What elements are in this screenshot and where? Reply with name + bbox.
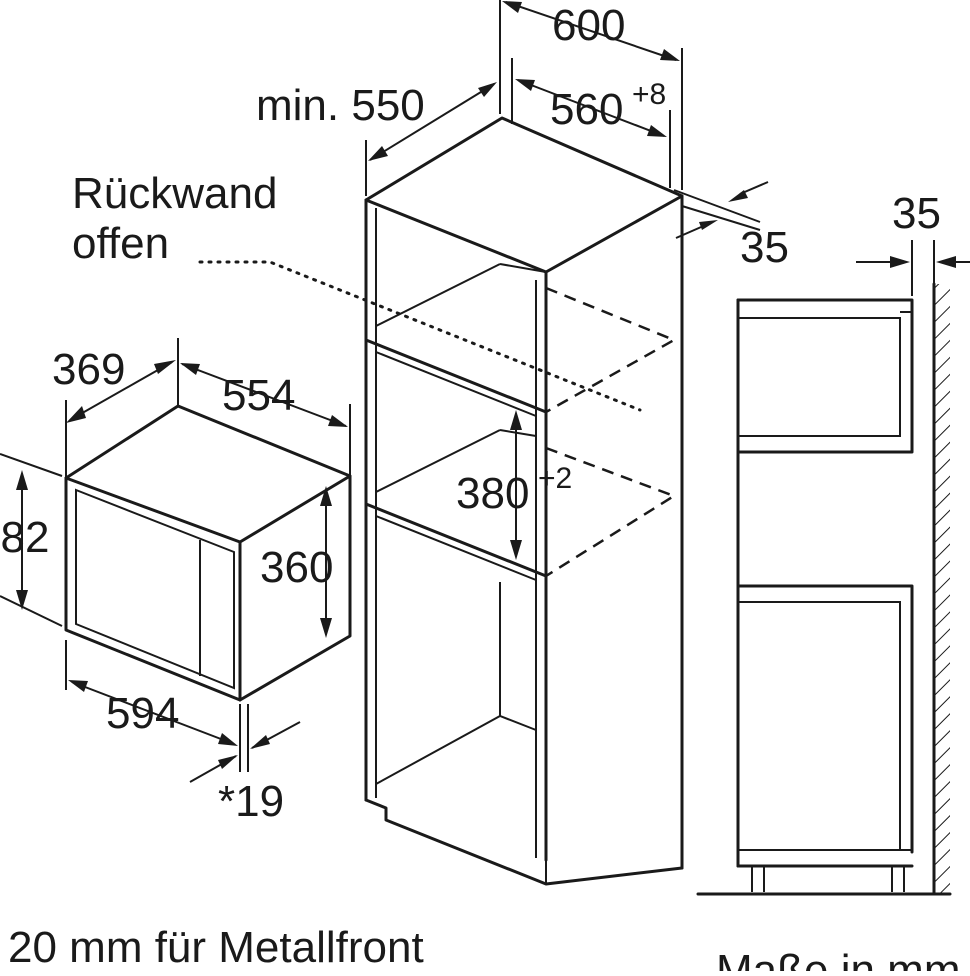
- arrowhead: [320, 618, 332, 638]
- microwave-door: [75, 488, 235, 690]
- label-min-550: min. 550: [256, 81, 425, 130]
- label-554: 554: [222, 371, 295, 420]
- leader-rear-open: [198, 260, 642, 412]
- lower-section: [736, 584, 914, 854]
- microwave-top: [64, 404, 352, 544]
- arrowhead: [250, 735, 270, 749]
- microwave-side: [238, 474, 352, 702]
- footnote-units: Maße in mm: [716, 946, 960, 971]
- dim-line-554: [181, 363, 347, 427]
- arrowhead: [68, 680, 88, 692]
- arrowhead: [478, 82, 497, 97]
- arrowhead: [699, 220, 718, 230]
- ext-line: [0, 453, 63, 477]
- label-380: 380: [456, 469, 529, 518]
- dim-line-560: [517, 79, 665, 137]
- lower-floor-back: [375, 714, 537, 785]
- label-380-tolerance: +2: [538, 462, 572, 495]
- arrowhead: [320, 486, 332, 506]
- arrowhead: [16, 590, 28, 610]
- arrowhead: [510, 410, 522, 430]
- label-600: 600: [552, 1, 625, 50]
- cabinet-top: [364, 116, 684, 274]
- upper-shelf-back: [375, 263, 501, 327]
- label-35-rear: 35: [740, 223, 789, 272]
- upper-niche-inner: [738, 317, 901, 437]
- arrowhead: [515, 79, 535, 91]
- hidden-edge-lower: [545, 446, 677, 578]
- upper-shelf-lower: [375, 351, 537, 417]
- label-360: 360: [260, 543, 333, 592]
- label-382: 382: [0, 513, 49, 562]
- arrowhead: [154, 360, 176, 374]
- arrowhead: [647, 125, 667, 137]
- middle-shelf-front: [364, 502, 548, 578]
- dim-line-369: [69, 361, 173, 421]
- ext-line: [0, 595, 63, 627]
- dim-line-594: [71, 681, 235, 745]
- label-369: 369: [52, 345, 125, 394]
- arrowhead: [890, 256, 910, 268]
- arrowhead: [936, 256, 956, 268]
- tall-cabinet: [198, 116, 684, 886]
- dim-line-600: [505, 1, 677, 61]
- upper-shelf-front: [364, 270, 548, 414]
- label-560-tolerance: +8: [632, 78, 666, 111]
- microwave-front: [64, 476, 242, 702]
- arrowhead: [218, 733, 238, 746]
- side-section: [696, 240, 970, 896]
- arrowhead: [66, 406, 86, 423]
- lower-section-inner: [738, 601, 901, 850]
- wall-hatch: [934, 284, 950, 894]
- arrowhead: [218, 755, 238, 769]
- ext-line: [673, 189, 761, 223]
- arrowhead: [368, 146, 388, 161]
- microwave-dimensions: [0, 338, 351, 783]
- cabinet-plinth: [364, 798, 684, 886]
- footnote-metal-front: 20 mm für Metallfront: [8, 923, 424, 971]
- label-rear-open-2: offen: [72, 219, 169, 268]
- arrowhead: [728, 190, 748, 202]
- upper-shelf-side: [499, 263, 547, 273]
- label-19: *19: [218, 777, 284, 826]
- arrowhead: [16, 470, 28, 490]
- hidden-edge-upper: [545, 286, 677, 414]
- footnotes: 20 mm für Metallfront Maße in mm: [8, 923, 960, 976]
- arrowhead: [510, 540, 522, 560]
- upper-niche: [736, 298, 914, 454]
- dimension-labels: 600 min. 550 560 +8 35 35 Rückwand offen…: [0, 1, 941, 826]
- cabinet-dimensions: [365, 0, 769, 560]
- label-594: 594: [106, 689, 179, 738]
- label-560: 560: [550, 85, 623, 134]
- label-rear-open-1: Rückwand: [72, 169, 277, 218]
- ext-line: [681, 205, 761, 231]
- dim-line-550: [369, 83, 495, 161]
- middle-shelf-lower: [375, 515, 537, 581]
- middle-shelf-side: [499, 429, 537, 437]
- label-35-side: 35: [892, 189, 941, 238]
- arrowhead: [502, 1, 522, 13]
- arrowhead: [660, 49, 680, 61]
- arrowhead: [328, 415, 348, 427]
- middle-shelf-back: [375, 429, 501, 493]
- arrowhead: [180, 363, 200, 375]
